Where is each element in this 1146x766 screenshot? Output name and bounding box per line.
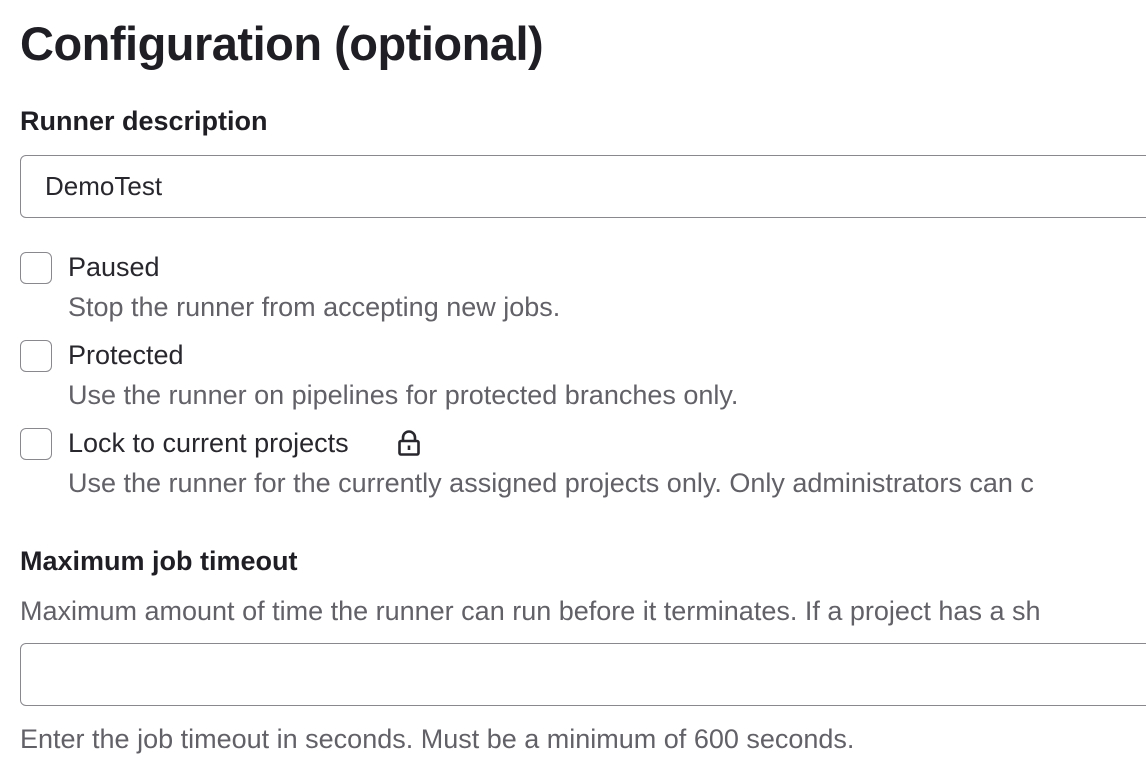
maximum-job-timeout-help-text: Enter the job timeout in seconds. Must b… (20, 724, 855, 754)
protected-checkbox[interactable] (20, 340, 52, 372)
protected-help-text: Use the runner on pipelines for protecte… (68, 380, 739, 410)
runner-description-label: Runner description (20, 106, 268, 136)
lock-to-current-projects-checkbox[interactable] (20, 428, 52, 460)
maximum-job-timeout-description: Maximum amount of time the runner can ru… (20, 596, 1041, 626)
protected-label[interactable]: Protected (68, 340, 184, 370)
paused-help-text: Stop the runner from accepting new jobs. (68, 292, 561, 322)
lock-icon (398, 430, 420, 456)
maximum-job-timeout-label: Maximum job timeout (20, 546, 298, 576)
page-title: Configuration (optional) (20, 17, 544, 70)
paused-label[interactable]: Paused (68, 252, 160, 282)
lock-to-current-projects-help-text: Use the runner for the currently assigne… (68, 468, 1034, 498)
runner-description-input[interactable] (20, 155, 1146, 218)
maximum-job-timeout-input[interactable] (20, 643, 1146, 706)
lock-to-current-projects-label[interactable]: Lock to current projects (68, 428, 349, 458)
paused-checkbox[interactable] (20, 252, 52, 284)
